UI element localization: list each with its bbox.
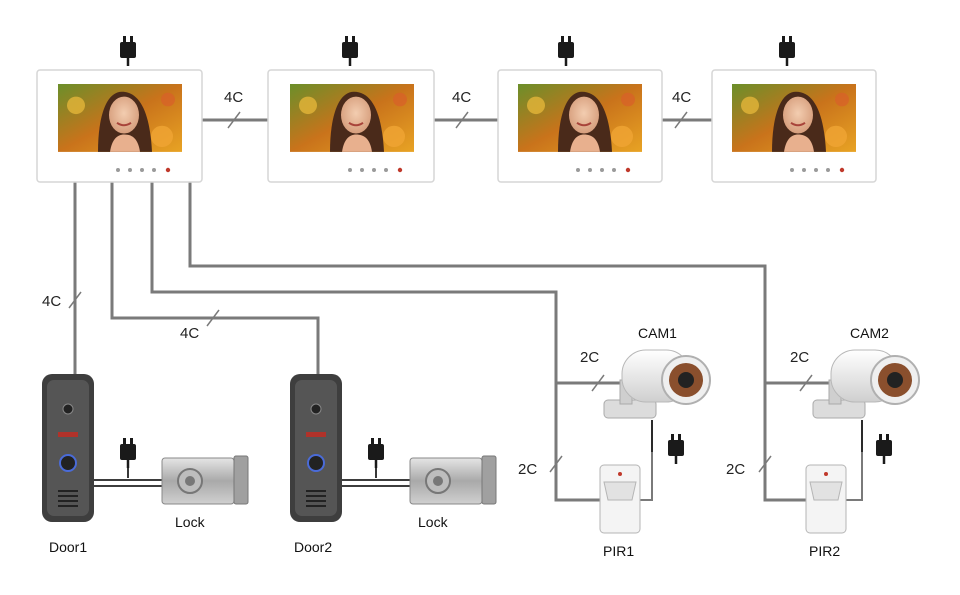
cable-ticks — [68, 111, 813, 473]
pir-sensor-2 — [805, 464, 847, 534]
wiring — [73, 118, 863, 502]
label-lock1: Lock — [175, 514, 206, 530]
power-adapter-icon — [666, 432, 686, 466]
label-m1-m2: 4C — [224, 89, 243, 106]
power-adapter-icon — [340, 34, 360, 68]
device-labels: Door1 Door2 Lock Lock CAM1 CAM2 PIR1 PIR… — [49, 325, 889, 559]
label-cam1: CAM1 — [638, 325, 677, 341]
power-adapter-icon — [556, 34, 576, 68]
wire-door2-lock2 — [338, 479, 410, 487]
label-pir2: 2C — [726, 461, 745, 478]
lock-1 — [161, 455, 249, 505]
wire-cam1-pir1 — [640, 420, 653, 501]
power-adapter-icon — [118, 436, 138, 470]
label-m2-m3: 4C — [452, 89, 471, 106]
wire-cam2-trunk — [188, 182, 808, 502]
power-adapter-icon — [874, 432, 894, 466]
wire-door2 — [110, 182, 320, 374]
label-pir1: 2C — [518, 461, 537, 478]
camera-1 — [603, 349, 711, 419]
power-adapter-icon — [366, 436, 386, 470]
label-cam1: 2C — [580, 349, 599, 366]
pir-sensor-1 — [599, 464, 641, 534]
monitor-2 — [267, 34, 435, 183]
lock-2 — [409, 455, 497, 505]
label-door2: 4C — [180, 325, 199, 342]
power-adapter-icon — [777, 34, 797, 68]
label-pir1: PIR1 — [603, 543, 634, 559]
wire-door1-lock1 — [93, 479, 162, 487]
label-pir2: PIR2 — [809, 543, 840, 559]
label-lock2: Lock — [418, 514, 449, 530]
label-cam2: CAM2 — [850, 325, 889, 341]
monitor-1 — [36, 34, 203, 183]
door-station-1 — [42, 374, 94, 522]
label-door1: Door1 — [49, 539, 87, 555]
cable-labels: 4C 4C 4C 4C 4C 2C 2C 2C 2C — [42, 89, 809, 478]
label-m3-m4: 4C — [672, 89, 691, 106]
wire-cam2-pir2 — [846, 420, 863, 501]
power-adapter-icon — [118, 34, 138, 68]
label-door2: Door2 — [294, 539, 332, 555]
wire-cam1-trunk — [150, 182, 600, 502]
camera-2 — [812, 349, 920, 419]
monitor-4 — [711, 34, 877, 183]
monitor-3 — [497, 34, 663, 183]
label-cam2: 2C — [790, 349, 809, 366]
door-station-2 — [290, 374, 342, 522]
label-door1: 4C — [42, 293, 61, 310]
